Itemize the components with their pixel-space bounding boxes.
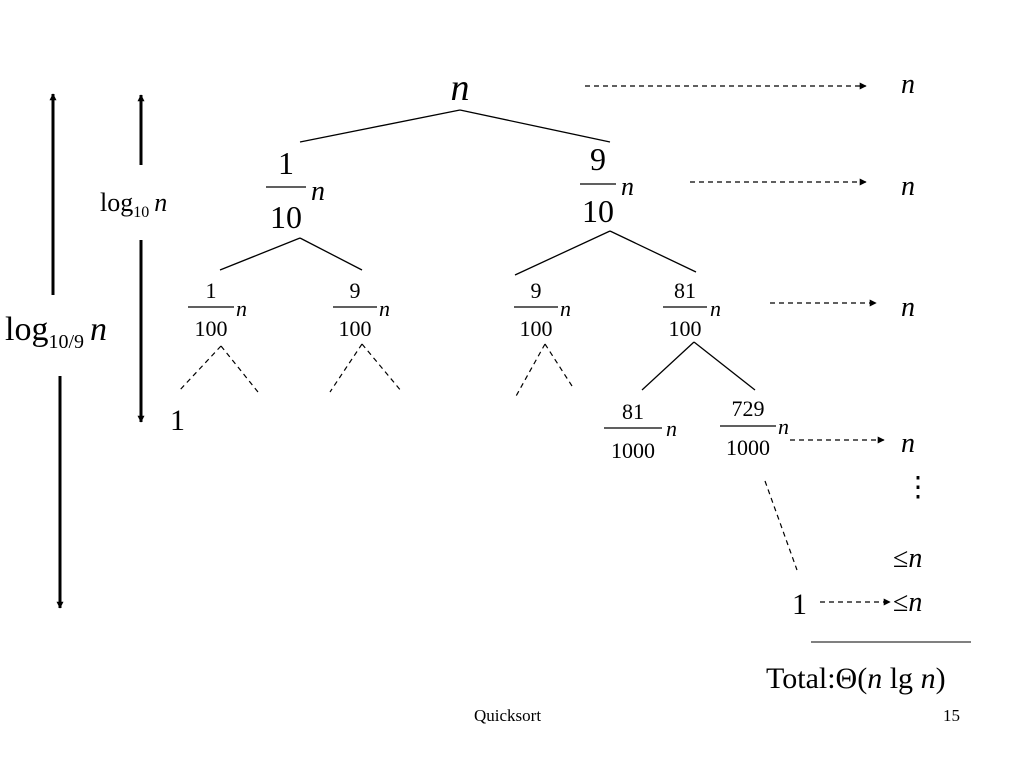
node-level2-d: 81 100 n [663,278,721,341]
log-subscript: 10 [133,204,149,221]
fraction-numerator: 81 [674,278,696,303]
total-mid: lg [882,662,920,695]
node-level3-left: 81 1000 n [604,399,677,463]
fraction-numerator: 1 [278,145,294,181]
fraction-numerator: 81 [622,399,644,424]
fraction-numerator: 1 [206,278,217,303]
fraction-variable: n [236,296,247,321]
fraction-variable: n [311,176,325,207]
leq-symbol: ≤ [893,587,908,618]
fraction-denominator: 10 [582,193,614,229]
level-cost-4: n [901,428,915,459]
tree-dashed-edges [177,343,798,571]
node-level2-a: 1 100 n [188,278,247,341]
node-level3-right: 729 1000 n [720,396,789,460]
total-suffix: ) [936,662,946,695]
leq-symbol: ≤ [893,543,908,574]
log-variable: n [90,311,107,348]
level-cost-var: n [908,587,922,618]
fraction-variable: n [778,414,789,439]
fraction-numerator: 9 [350,278,361,303]
total-prefix: Total:Θ( [766,662,867,695]
depth-label-log10: log10 n [100,188,167,221]
fraction-denominator: 100 [669,316,702,341]
fraction-denominator: 10 [270,199,302,235]
vertical-ellipsis: ⋮ [904,472,932,503]
fraction-denominator: 1000 [726,435,770,460]
fraction-variable: n [710,296,721,321]
log-variable: n [154,188,167,217]
level-cost-6: ≤n [893,587,922,618]
depth-arrows [49,93,145,609]
total-n1: n [867,662,882,695]
root-node: n [451,67,470,109]
node-level1-left: 1 10 n [266,145,325,235]
depth-label-log10-9: log10/9 n [5,311,107,353]
fraction-variable: n [666,416,677,441]
right-leaf: 1 [792,588,807,621]
level-cost-1: n [901,69,915,100]
total-label: Total:Θ(n lg n) [766,662,946,695]
level-cost-2: n [901,171,915,202]
level-cost-3: n [901,292,915,323]
left-leaf: 1 [170,404,185,437]
level-cost-5: ≤n [893,543,922,574]
fraction-variable: n [560,296,571,321]
fraction-numerator: 9 [590,141,606,177]
fraction-denominator: 100 [339,316,372,341]
node-level2-b: 9 100 n [333,278,390,341]
fraction-denominator: 1000 [611,438,655,463]
node-level2-c: 9 100 n [514,278,571,341]
fraction-denominator: 100 [520,316,553,341]
level-cost-arrows [585,82,891,606]
tree-edges [219,109,756,391]
fraction-numerator: 9 [531,278,542,303]
log-base: log [100,188,133,217]
log-subscript: 10/9 [48,331,84,353]
fraction-numerator: 729 [732,396,765,421]
fraction-variable: n [379,296,390,321]
fraction-denominator: 100 [195,316,228,341]
footer-title: Quicksort [474,706,542,725]
log-base: log [5,311,48,348]
node-level1-right: 9 10 n [580,141,634,229]
total-n2: n [921,662,936,695]
fraction-variable: n [621,172,634,201]
level-cost-var: n [908,543,922,574]
footer-page-number: 15 [943,706,960,725]
